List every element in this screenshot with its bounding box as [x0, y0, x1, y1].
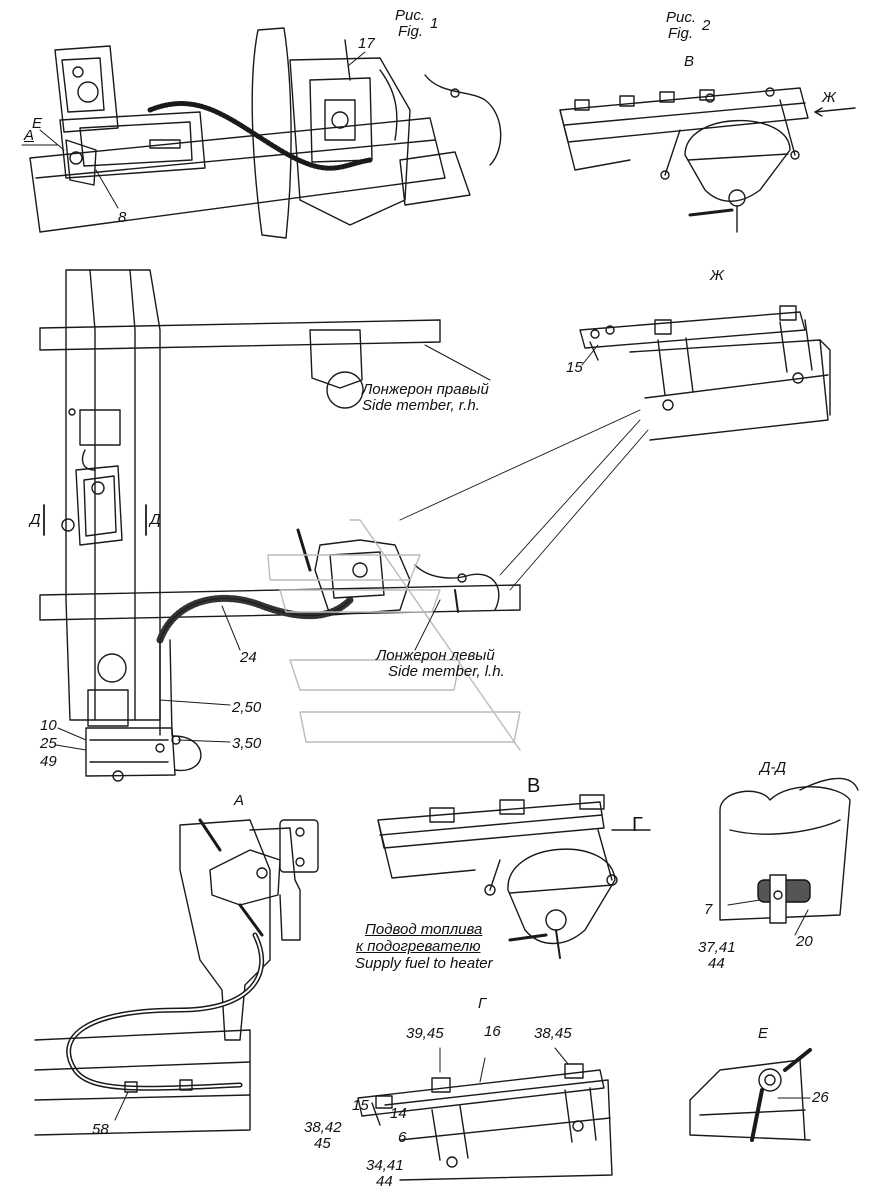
view-mark-e-top: E	[32, 115, 43, 132]
callout-14: 14	[390, 1105, 407, 1122]
callout-8: 8	[118, 209, 127, 226]
callout-17: 17	[358, 35, 375, 52]
callout-15-g: 15	[352, 1097, 369, 1114]
fuel-note-line2: к подогревателю	[356, 938, 481, 955]
fig2-title-en: Fig.	[668, 25, 694, 42]
callout-16: 16	[484, 1023, 501, 1040]
callout-3-50: 3,50	[232, 735, 262, 752]
callout-49: 49	[40, 753, 57, 770]
detail-b-title: В	[527, 775, 541, 797]
callout-39-45: 39,45	[406, 1025, 444, 1042]
callout-38-42: 38,42	[304, 1119, 342, 1136]
callout-7: 7	[704, 901, 713, 918]
callout-26: 26	[812, 1089, 829, 1106]
fuel-note-line3: Supply fuel to heater	[355, 955, 493, 972]
fuel-note-line1: Подвод топлива	[365, 921, 483, 938]
detail-b	[377, 794, 651, 959]
main-view-leaders	[55, 344, 599, 751]
fig2-view-b	[559, 87, 856, 233]
side-member-right-en: Side member, r.h.	[362, 397, 480, 414]
fig1-number: 1	[430, 15, 439, 32]
view-mark-b-fig2: В	[684, 53, 695, 70]
view-mark-zh-arrow: Ж	[822, 89, 836, 106]
fig2-number: 2	[702, 17, 711, 34]
callout-6: 6	[398, 1129, 407, 1146]
detail-g-arrow-mark: Г	[632, 814, 643, 836]
callout-37-41: 37,41	[698, 939, 736, 956]
side-member-right-ru: Лонжерон правый	[362, 381, 489, 398]
callout-20: 20	[796, 933, 813, 950]
view-mark-a-top: A	[24, 127, 35, 144]
section-mark-d-left: Д	[30, 511, 41, 528]
callout-25: 25	[40, 735, 57, 752]
fig1-title-en: Fig.	[398, 23, 424, 40]
callout-2-50: 2,50	[232, 699, 262, 716]
detail-g-title: Г	[478, 995, 487, 1012]
main-plan-view	[39, 269, 521, 782]
callout-44-g: 44	[376, 1173, 393, 1190]
fig1-side-view	[29, 27, 502, 239]
callout-58: 58	[92, 1121, 109, 1138]
fig2-title-ru: Рис.	[666, 9, 697, 26]
callout-34-41: 34,41	[366, 1157, 404, 1174]
detail-g	[357, 1047, 613, 1181]
callout-44-dd: 44	[708, 955, 725, 972]
detail-e-title: E	[758, 1025, 769, 1042]
fig1-leaders	[21, 51, 366, 209]
callout-38-45: 38,45	[534, 1025, 572, 1042]
callout-24: 24	[240, 649, 257, 666]
section-d-d-title: Д-Д	[760, 759, 787, 776]
view-zh	[579, 305, 831, 441]
section-mark-d-right: Д	[150, 511, 161, 528]
view-projection-lines	[399, 409, 649, 591]
view-zh-title: Ж	[710, 267, 724, 284]
detail-e	[689, 1048, 812, 1142]
side-member-left-en: Side member, l.h.	[388, 663, 505, 680]
detail-a-title: A	[234, 792, 245, 809]
detail-a	[34, 818, 319, 1136]
callout-10: 10	[40, 717, 57, 734]
callout-15-zh: 15	[566, 359, 583, 376]
fig1-title-ru: Рис.	[395, 7, 426, 24]
side-member-left-ru: Лонжерон левый	[376, 647, 495, 664]
callout-45: 45	[314, 1135, 331, 1152]
section-d-d	[719, 777, 859, 936]
